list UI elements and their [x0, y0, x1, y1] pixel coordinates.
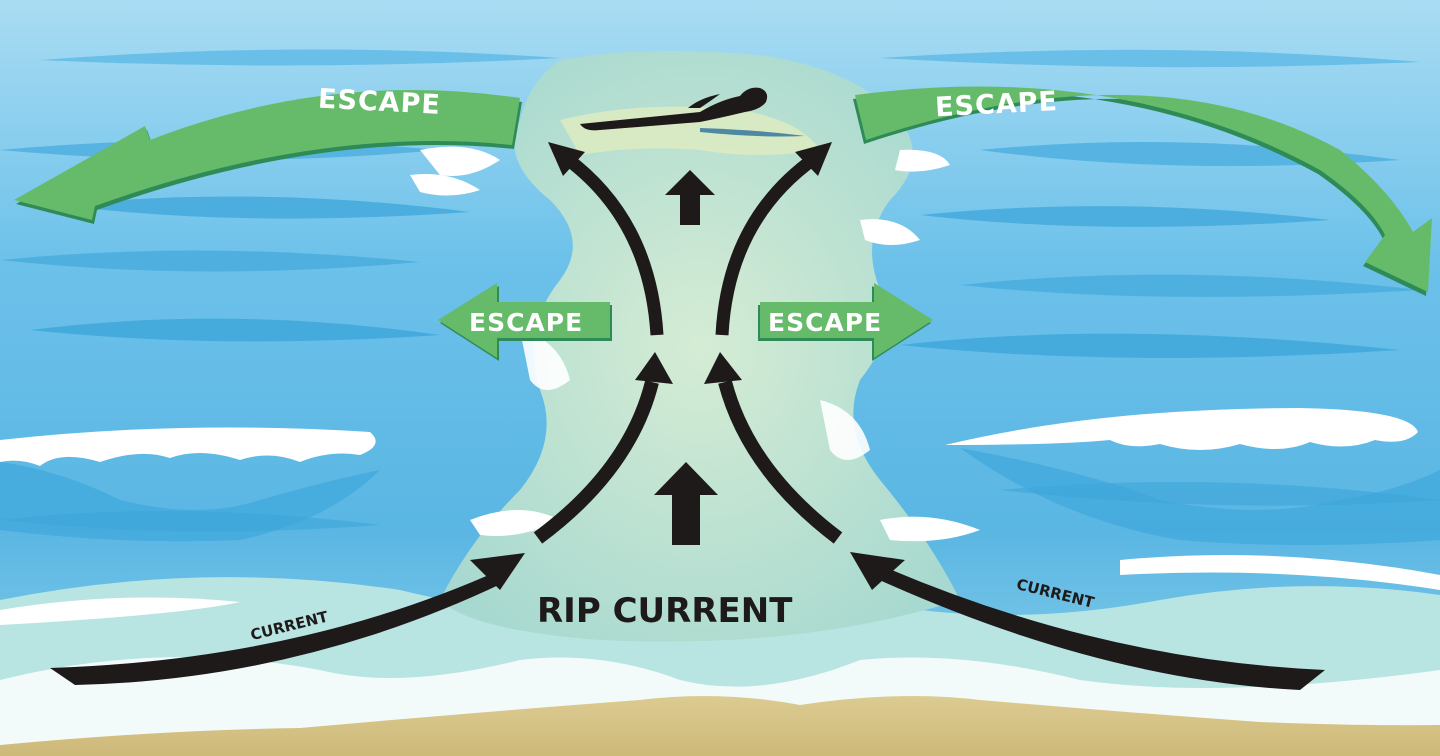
escape-arrow-mid-left: [438, 283, 612, 361]
swimmer-icon: [580, 87, 805, 137]
up-arrow-lower-icon: [654, 462, 718, 545]
rip-flow-arrows-lower: [533, 380, 843, 544]
rip-current-title: RIP CURRENT: [537, 591, 793, 631]
wave-left: [0, 427, 380, 542]
escape-label-top-right: ESCAPE: [934, 86, 1058, 123]
arrowhead-lower-right: [704, 352, 742, 384]
up-arrow-upper-icon: [665, 170, 715, 225]
escape-label-mid-right: ESCAPE: [768, 308, 882, 337]
rip-channel: [410, 51, 980, 642]
arrowhead-upper-left: [548, 142, 585, 176]
rip-flow-arrows-upper: [562, 152, 819, 336]
feeder-current-left: [50, 553, 525, 685]
arrowhead-lower-left: [635, 352, 673, 384]
escape-label-top-left: ESCAPE: [317, 84, 441, 121]
escape-arrow-mid-right: [758, 283, 933, 361]
feeder-current-right: [850, 552, 1325, 690]
arrowhead-upper-right: [795, 142, 832, 176]
wave-right: [945, 408, 1440, 545]
escape-label-mid-left: ESCAPE: [469, 308, 583, 337]
escape-arrow-top-right: [853, 86, 1432, 296]
sand-beach: [0, 696, 1440, 756]
escape-arrow-top-left: [14, 90, 522, 224]
